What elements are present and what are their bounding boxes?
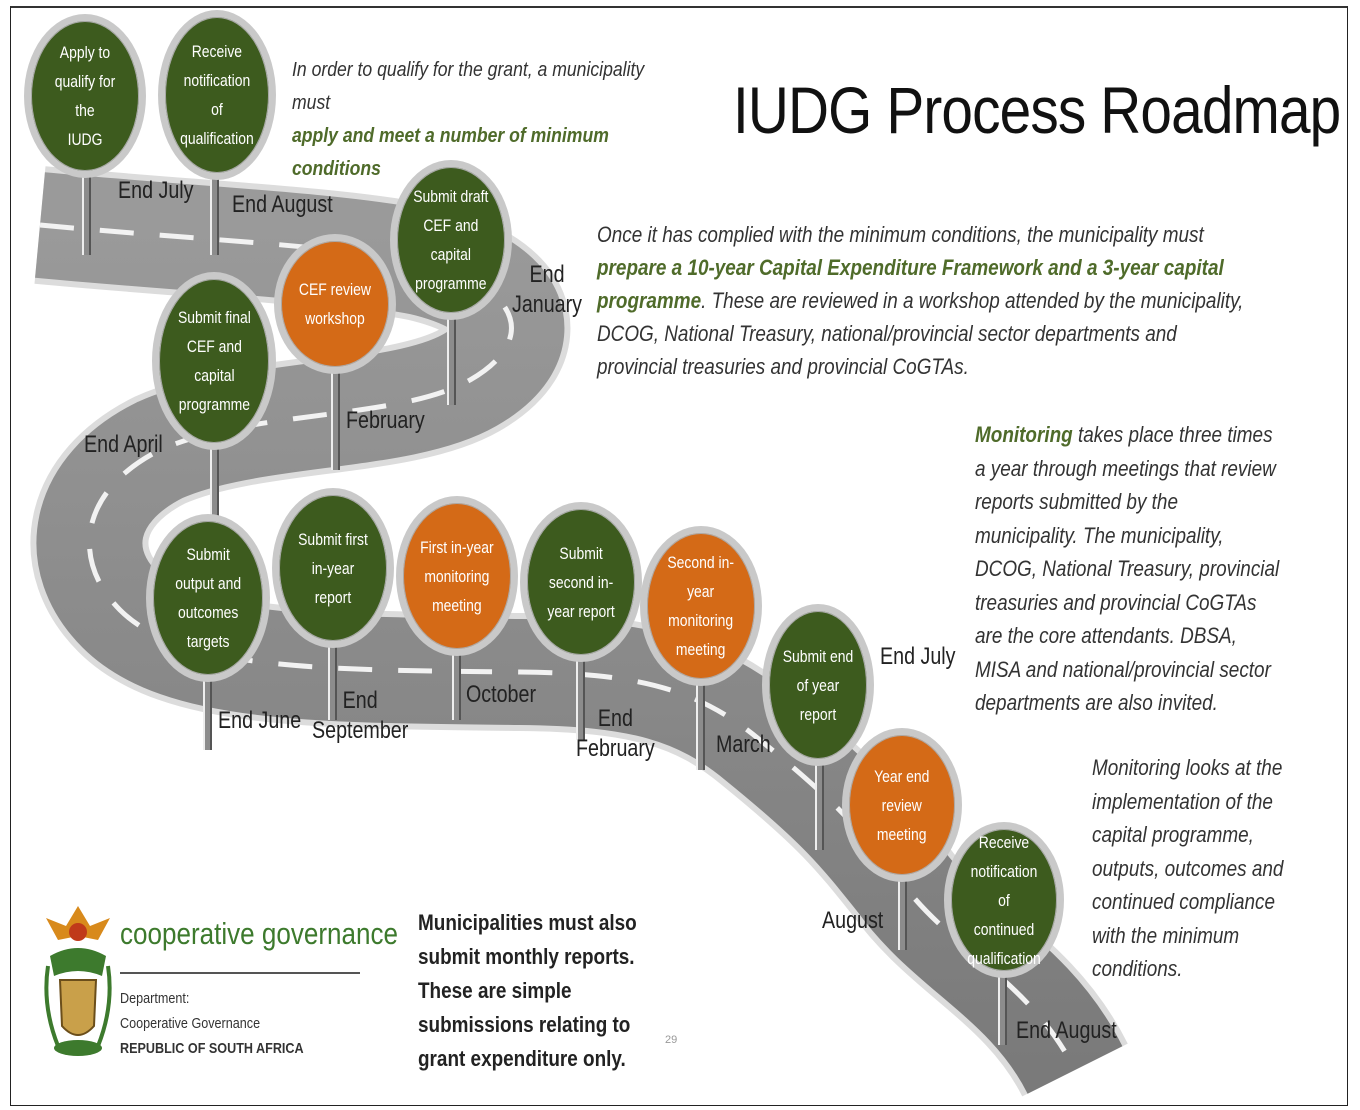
sign-pole xyxy=(815,740,824,850)
sign-pole xyxy=(203,650,212,750)
page-number: 29 xyxy=(665,1034,678,1046)
sign-first-in-year-report: Submit first in-year report xyxy=(272,488,394,648)
sign-end-of-year-report: Submit end of year report xyxy=(762,604,874,766)
date-label: End January xyxy=(512,261,583,318)
sign-pole xyxy=(447,305,456,405)
sign-output-outcomes-targets: Submit output and outcomes targets xyxy=(146,514,270,682)
slide-frame xyxy=(10,6,1348,1106)
date-label: End July xyxy=(118,177,194,204)
date-label: End June xyxy=(218,707,302,734)
sign-pole xyxy=(898,860,907,950)
sign-pole xyxy=(210,170,219,255)
date-label: October xyxy=(466,681,537,708)
sign-submit-draft-cef: Submit draft CEF and capital programme xyxy=(390,160,512,320)
sign-pole xyxy=(452,640,461,720)
monitoring-scope-paragraph: Monitoring looks at the implementation o… xyxy=(1092,755,1284,981)
sign-pole xyxy=(998,950,1007,1045)
logo-divider xyxy=(120,972,360,974)
department-logo: cooperative governance Department: Coope… xyxy=(40,896,398,1066)
sign-pole xyxy=(696,660,705,770)
date-label: End February xyxy=(576,705,655,762)
sign-pole xyxy=(328,635,337,720)
monthly-reports-note: Municipalities must also submit monthly … xyxy=(418,910,637,1071)
coat-of-arms-icon xyxy=(44,906,112,1056)
sign-receive-notification: Receive notification of qualification xyxy=(158,10,276,180)
date-label: End July xyxy=(880,643,956,670)
logo-name: cooperative governance xyxy=(120,916,398,951)
intro-text: In order to qualify for the grant, a mun… xyxy=(292,59,645,180)
cef-paragraph: Once it has complied with the minimum co… xyxy=(597,222,1244,379)
sign-first-monitoring-meeting: First in-year monitoring meeting xyxy=(396,496,518,656)
date-label: August xyxy=(822,907,884,934)
sign-pole xyxy=(576,645,585,740)
date-label: March xyxy=(716,731,771,758)
date-label: End September xyxy=(312,687,409,744)
sign-apply: Apply to qualify for the IUDG xyxy=(24,14,146,178)
date-label: End August xyxy=(1016,1017,1117,1044)
monitoring-paragraph: Monitoring takes place three times a yea… xyxy=(975,422,1280,715)
sign-year-end-review-meeting: Year end review meeting xyxy=(842,728,962,882)
date-label: End August xyxy=(232,191,333,218)
sign-second-in-year-report: Submit second in- year report xyxy=(520,502,642,662)
sign-pole xyxy=(82,170,91,255)
sign-second-monitoring-meeting: Second in- year monitoring meeting xyxy=(640,526,762,686)
page-title: IUDG Process Roadmap xyxy=(733,73,1341,147)
date-label: February xyxy=(346,407,425,434)
sign-submit-final-cef: Submit final CEF and capital programme xyxy=(152,272,276,450)
date-label: End April xyxy=(84,431,163,458)
sign-pole xyxy=(210,440,219,520)
logo-department: Department: Cooperative Governance REPUB… xyxy=(120,990,304,1057)
sign-cef-review-workshop: CEF review workshop xyxy=(274,234,396,374)
sign-pole xyxy=(331,360,340,470)
sign-continued-qualification: Receive notification of continued qualif… xyxy=(944,822,1064,978)
